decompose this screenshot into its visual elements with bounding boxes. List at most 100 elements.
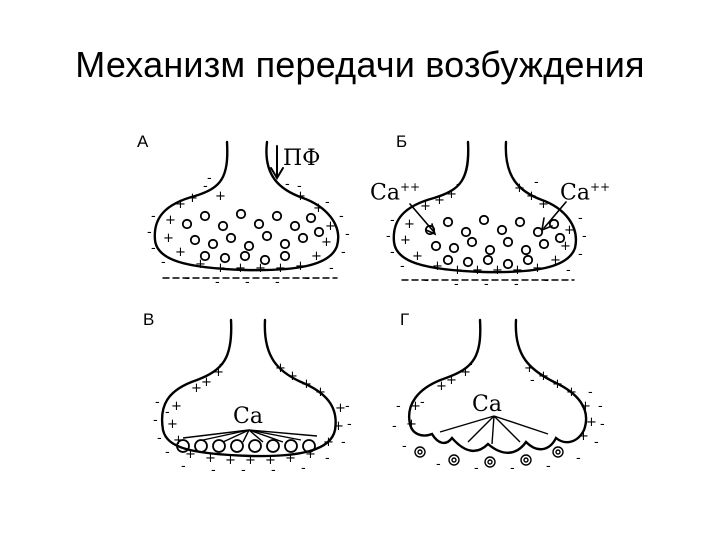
panel-b-diagram: +++-+++-++++++++++++------------- bbox=[386, 140, 587, 292]
minus-sign: - bbox=[345, 227, 350, 242]
minus-sign: - bbox=[600, 417, 605, 432]
plus-sign: + bbox=[175, 197, 186, 212]
vesicles bbox=[181, 208, 325, 266]
vesicle bbox=[538, 238, 550, 250]
minus-sign: - bbox=[436, 457, 441, 472]
vesicle bbox=[313, 226, 325, 238]
vesicle bbox=[520, 244, 532, 256]
ca-label: Ca bbox=[233, 404, 263, 429]
vesicle bbox=[259, 254, 271, 266]
minus-sign: - bbox=[402, 439, 407, 454]
arrow-ray bbox=[182, 429, 250, 439]
minus-sign: - bbox=[510, 461, 515, 476]
vesicle bbox=[484, 244, 496, 256]
vesicle bbox=[417, 449, 423, 455]
plus-sign: + bbox=[432, 259, 443, 274]
vesicle bbox=[451, 457, 457, 463]
plus-sign: + bbox=[287, 369, 298, 384]
panel-a-diagram: ++-+-++++++++++++++---------------- bbox=[147, 140, 350, 290]
minus-sign: - bbox=[341, 435, 346, 450]
minus-sign: - bbox=[396, 399, 401, 414]
plus-sign: + bbox=[315, 385, 326, 400]
vesicle bbox=[271, 210, 283, 222]
minus-sign: - bbox=[468, 357, 473, 372]
minus-sign: - bbox=[305, 271, 310, 286]
plus-sign: + bbox=[532, 261, 543, 276]
vesicle bbox=[548, 218, 560, 230]
plus-sign: + bbox=[195, 257, 206, 272]
slide-title: Механизм передачи возбуждения bbox=[75, 44, 645, 85]
plus-sign: + bbox=[586, 415, 597, 430]
minus-sign: - bbox=[185, 271, 190, 286]
vesicle bbox=[514, 216, 526, 228]
minus-sign: - bbox=[598, 399, 603, 414]
minus-sign: - bbox=[454, 277, 459, 292]
minus-sign: - bbox=[546, 459, 551, 474]
vesicle bbox=[532, 226, 544, 238]
vesicle bbox=[289, 220, 301, 232]
vesicle bbox=[217, 220, 229, 232]
minus-sign: - bbox=[484, 277, 489, 292]
plus-sign: + bbox=[564, 223, 575, 238]
vesicle bbox=[448, 454, 460, 466]
minus-sign: - bbox=[582, 229, 587, 244]
vesicle bbox=[460, 226, 472, 238]
plus-sign: + bbox=[285, 451, 296, 466]
minus-sign: - bbox=[474, 461, 479, 476]
charge-signs: ++-+-++++++++++++++---------------- bbox=[147, 171, 350, 290]
vesicle bbox=[279, 238, 291, 250]
plus-sign: + bbox=[215, 189, 226, 204]
plus-sign: + bbox=[446, 373, 457, 388]
plus-sign: + bbox=[492, 263, 503, 278]
panel-a-label: А bbox=[137, 132, 149, 151]
vesicle bbox=[261, 230, 273, 242]
minus-sign: - bbox=[339, 209, 344, 224]
vesicle bbox=[448, 242, 460, 254]
panel-v-diagram: +++-+++++++-++++++++++------------- bbox=[153, 318, 352, 478]
plus-sign: + bbox=[512, 263, 523, 278]
minus-sign: - bbox=[241, 463, 246, 478]
plus-sign: + bbox=[235, 261, 246, 276]
minus-sign: - bbox=[386, 229, 391, 244]
minus-sign: - bbox=[424, 273, 429, 288]
plus-sign: + bbox=[163, 231, 174, 246]
arrow-ray bbox=[439, 415, 495, 433]
vesicle bbox=[496, 224, 508, 236]
vesicle bbox=[235, 208, 247, 220]
plus-sign: + bbox=[580, 399, 591, 414]
minus-sign: - bbox=[544, 273, 549, 288]
ca-label: Ca bbox=[472, 392, 502, 417]
minus-sign: - bbox=[165, 445, 170, 460]
vesicle bbox=[248, 439, 262, 453]
vesicle bbox=[502, 258, 514, 270]
vesicle bbox=[442, 216, 454, 228]
arrow-ray bbox=[248, 429, 284, 443]
plus-sign: + bbox=[410, 399, 421, 414]
panel-b: Б +++-+++-++++++++++++------------- Ca++… bbox=[360, 128, 620, 318]
plus-sign: + bbox=[566, 385, 577, 400]
vesicle bbox=[520, 454, 532, 466]
plus-sign: + bbox=[301, 377, 312, 392]
vesicle bbox=[478, 214, 490, 226]
minus-sign: - bbox=[181, 459, 186, 474]
terminal-membrane bbox=[392, 140, 578, 274]
minus-sign: - bbox=[151, 241, 156, 256]
plus-sign: + bbox=[321, 235, 332, 250]
plus-sign: + bbox=[185, 447, 196, 462]
minus-sign: - bbox=[155, 395, 160, 410]
minus-sign: - bbox=[566, 263, 571, 278]
minus-sign: - bbox=[420, 395, 425, 410]
plus-sign: + bbox=[400, 233, 411, 248]
vesicle bbox=[225, 232, 237, 244]
plus-sign: + bbox=[406, 417, 417, 432]
plus-sign: + bbox=[201, 375, 212, 390]
minus-sign: - bbox=[534, 175, 539, 190]
vesicle bbox=[181, 218, 193, 230]
vesicle bbox=[522, 254, 534, 266]
arrow-ray bbox=[467, 415, 495, 443]
minus-sign: - bbox=[165, 405, 170, 420]
minus-sign: - bbox=[325, 195, 330, 210]
vesicle bbox=[424, 224, 436, 236]
panel-g: Г +++-++++-++-+++------------ Ca bbox=[380, 306, 640, 496]
vesicle bbox=[442, 254, 454, 266]
